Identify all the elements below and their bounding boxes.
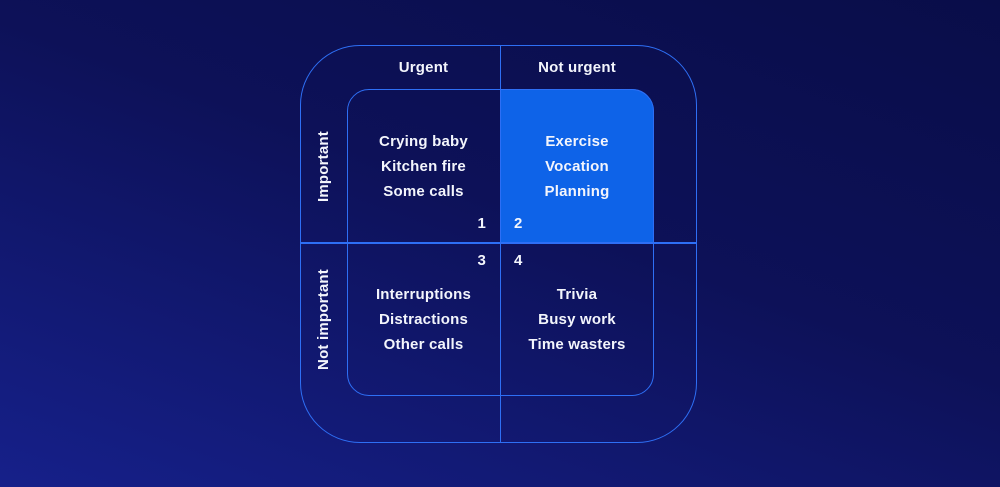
quadrant-1-item: Some calls	[383, 182, 464, 200]
column-header-not-urgent: Not urgent	[500, 45, 654, 89]
quadrant-3-item: Interruptions	[375, 286, 472, 303]
matrix-vertical-divider	[499, 45, 501, 443]
row-header-important-label: Important	[315, 130, 332, 202]
quadrant-4-number: 4	[514, 252, 523, 269]
quadrant-4-item: Time wasters	[528, 336, 626, 353]
quadrant-1-item: Crying baby	[379, 132, 468, 150]
quadrant-4-items: Trivia Busy work Time wasters	[500, 243, 654, 396]
quadrant-2-highlight	[500, 89, 654, 243]
column-header-urgent-label: Urgent	[398, 58, 449, 76]
quadrant-1-items: Crying baby Kitchen fire Some calls	[347, 89, 500, 243]
quadrant-2-items: Exercise Vocation Planning	[500, 89, 654, 243]
row-header-not-important: Not important	[300, 243, 347, 396]
column-header-not-urgent-label: Not urgent	[538, 58, 616, 76]
quadrant-1-number: 1	[477, 215, 486, 232]
quadrant-2-item: Planning	[544, 182, 610, 200]
quadrant-3-item: Other calls	[383, 336, 464, 353]
quadrant-3-number: 3	[477, 252, 486, 269]
quadrant-3-items: Interruptions Distractions Other calls	[347, 243, 500, 396]
matrix-outer-frame	[300, 45, 697, 443]
quadrant-4-item: Trivia	[556, 286, 598, 303]
matrix-horizontal-divider	[300, 242, 697, 244]
quadrant-3-item: Distractions	[378, 311, 469, 328]
column-header-urgent: Urgent	[347, 45, 500, 89]
quadrant-1-item: Kitchen fire	[381, 157, 466, 175]
quadrant-4-item: Busy work	[538, 311, 616, 328]
quadrant-2-item: Exercise	[545, 132, 609, 150]
row-header-not-important-label: Not important	[315, 269, 333, 370]
quadrant-2-item: Vocation	[545, 157, 609, 175]
row-header-important: Important	[300, 89, 347, 243]
quadrant-2-number: 2	[514, 215, 523, 232]
